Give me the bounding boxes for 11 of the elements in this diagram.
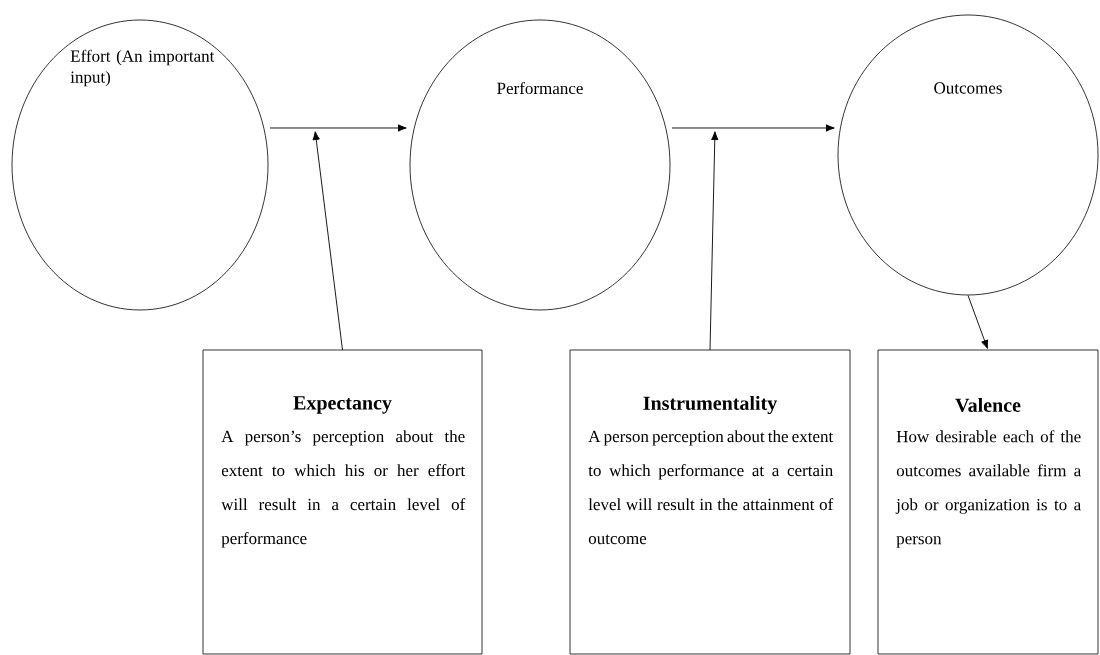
arrow bbox=[671, 124, 835, 132]
arrow bbox=[312, 131, 343, 351]
text-box: Valence How desirable each of the outcomes available firm a job or organization is to a person bbox=[877, 349, 1099, 655]
arrow bbox=[967, 294, 989, 349]
ellipse-node: Effort (An important input) bbox=[11, 19, 269, 311]
text-box: Instrumentality A person perception about the extent to which performance at a certain level will result in the attainment of outcome bbox=[569, 349, 851, 655]
text-box: Expectancy A person’s perception about the extent to which his or her effort will result in a certain level of performance bbox=[202, 349, 483, 655]
ellipse-node: Performance bbox=[409, 19, 671, 311]
arrow bbox=[709, 131, 719, 351]
arrow bbox=[269, 124, 407, 132]
ellipse-node: Outcomes bbox=[837, 14, 1099, 296]
